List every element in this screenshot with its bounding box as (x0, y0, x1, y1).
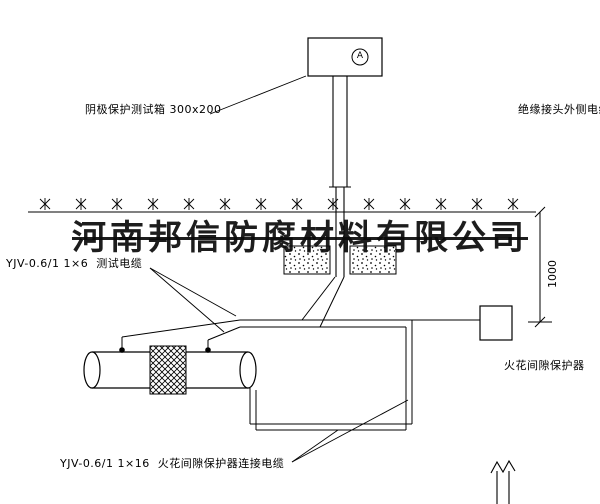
insulating-joint (149, 345, 187, 395)
meter-symbol: A (356, 51, 364, 61)
company-watermark: 河南邦信防腐材料有限公司 (72, 218, 528, 258)
test-box (307, 37, 383, 77)
ground-surface-marks-icon (39, 197, 519, 211)
dimension-label: 1000 (546, 260, 559, 288)
concrete-blocks (283, 245, 397, 275)
outside-cable-label: 绝缘接头外侧电缆 (518, 103, 600, 116)
pipe-riser-symbol-icon (490, 459, 516, 504)
spark-gap-protector-label: 火花间隙保护器 (504, 359, 585, 372)
connection-cable-label: YJV-0.6/1 1×16 火花间隙保护器连接电缆 (60, 457, 285, 470)
spark-gap-protector-box (479, 305, 513, 341)
conduit (329, 76, 351, 277)
test-box-label: 阴极保护测试箱 300x200 (85, 103, 222, 116)
dimension-line (528, 206, 552, 328)
pipeline (83, 345, 257, 395)
test-cable-label: YJV-0.6/1 1×6 测试电缆 (6, 257, 143, 270)
leader-lines (149, 75, 409, 463)
cables (121, 276, 480, 431)
